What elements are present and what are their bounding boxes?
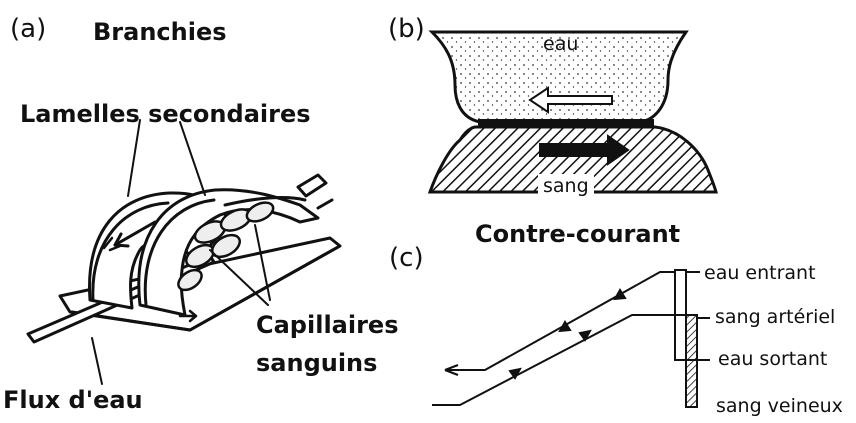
countercurrent-illustration (430, 32, 716, 194)
capillaires-label-line2: sanguins (256, 351, 377, 375)
flux-label: Flux d'eau (3, 388, 143, 412)
eau-label: eau (543, 35, 578, 54)
panel-c-letter: (c) (389, 245, 424, 271)
lamelles-leader-2 (180, 122, 205, 195)
sang-veineux-label: sang veineux (716, 397, 843, 416)
panel-b-letter: (b) (388, 16, 425, 42)
eau-entrant-label: eau entrant (704, 264, 816, 283)
eau-sortant-label: eau sortant (718, 350, 827, 369)
branchies-title: Branchies (93, 20, 227, 44)
flux-leader (92, 338, 102, 384)
water-line (445, 272, 675, 370)
sang-label: sang (543, 177, 589, 196)
contre-courant-caption: Contre-courant (475, 222, 680, 246)
exchange-schematic (432, 270, 710, 407)
vessel-top-right (298, 175, 326, 196)
lamelles-label: Lamelles secondaires (20, 102, 311, 126)
sang-arteriel-label: sang artériel (715, 308, 835, 327)
gill-illustration (28, 120, 340, 384)
panel-a-letter: (a) (10, 16, 46, 42)
capillaires-label-line1: Capillaires (256, 313, 399, 337)
lamelles-leader-1 (128, 120, 140, 196)
